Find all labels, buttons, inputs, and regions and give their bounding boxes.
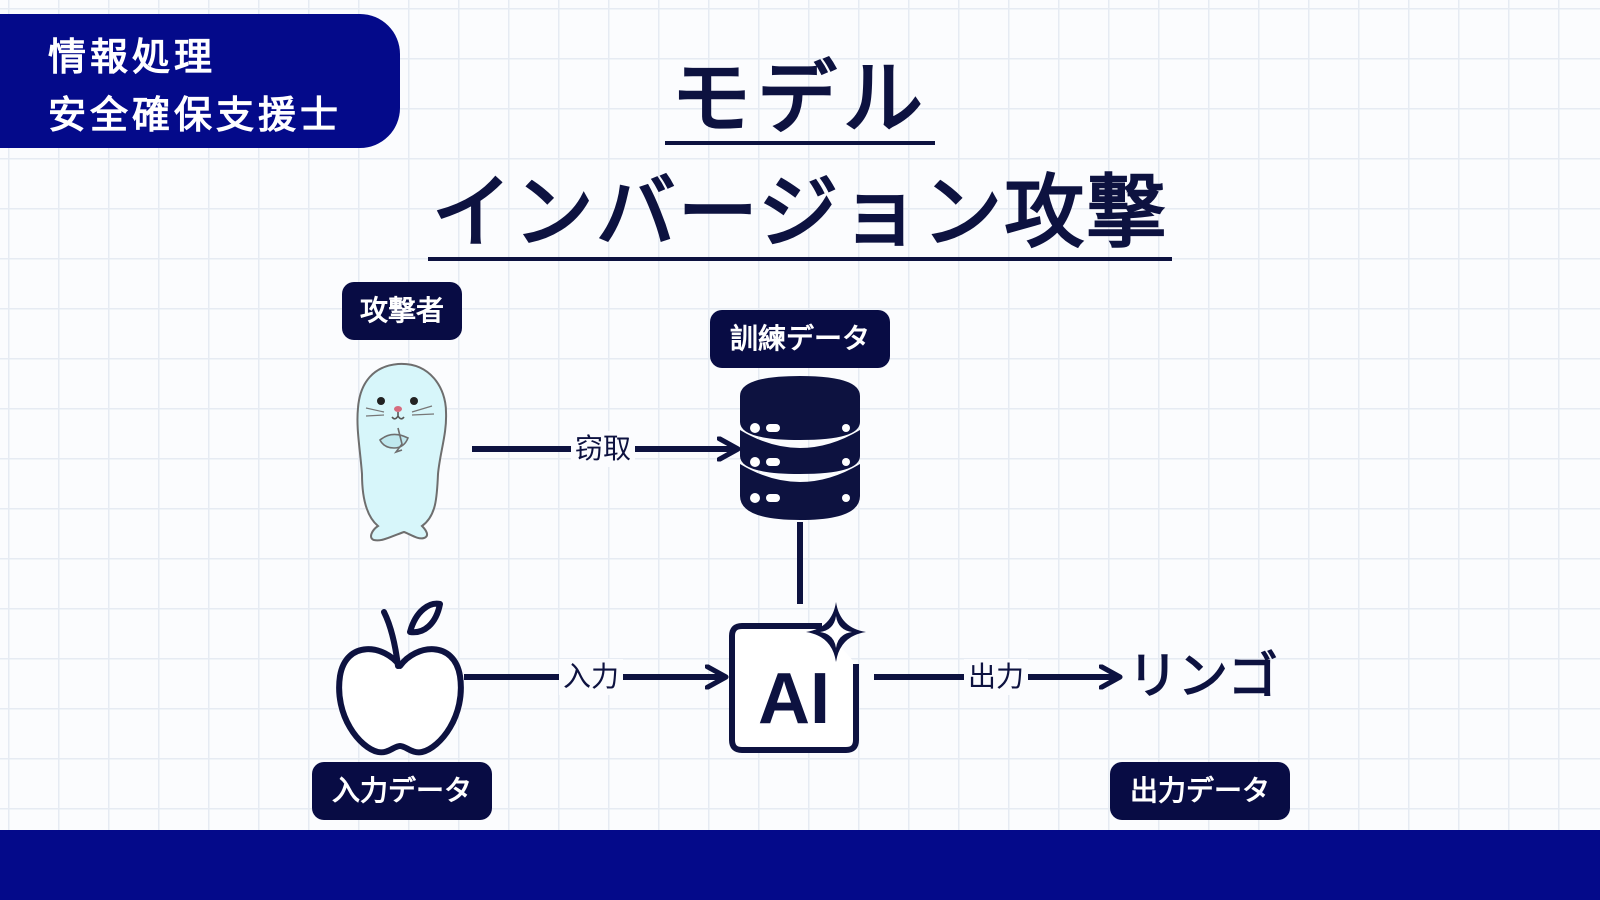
ai-text: AI — [758, 659, 830, 739]
page-title-line1-text: モデル — [665, 57, 935, 145]
seal-character — [356, 362, 448, 542]
output-value: リンゴ — [1128, 647, 1278, 705]
output-edge-label: 出力 — [964, 659, 1029, 695]
input-data-label: 入力データ — [312, 762, 492, 820]
exam-badge-line1: 情報処理 — [48, 35, 217, 79]
exam-badge: 情報処理 安全確保支援士 — [0, 14, 400, 148]
steal-edge-label: 窃取 — [571, 431, 636, 467]
output-data-label: 出力データ — [1110, 762, 1290, 820]
footer-bar — [0, 830, 1600, 900]
apple-icon — [336, 600, 464, 756]
database-icon — [740, 376, 860, 520]
page-title-line2: インバージョン攻撃 — [0, 166, 1600, 261]
input-edge-label: 入力 — [559, 659, 624, 695]
training-data-label: 訓練データ — [710, 310, 890, 368]
attacker-label: 攻撃者 — [342, 282, 462, 340]
ai-sparkle-icon: AI — [729, 602, 866, 753]
exam-badge-line2: 安全確保支援士 — [48, 93, 343, 137]
page-title-line2-text: インバージョン攻撃 — [427, 169, 1173, 261]
page-title-line1: モデル — [0, 52, 1600, 145]
